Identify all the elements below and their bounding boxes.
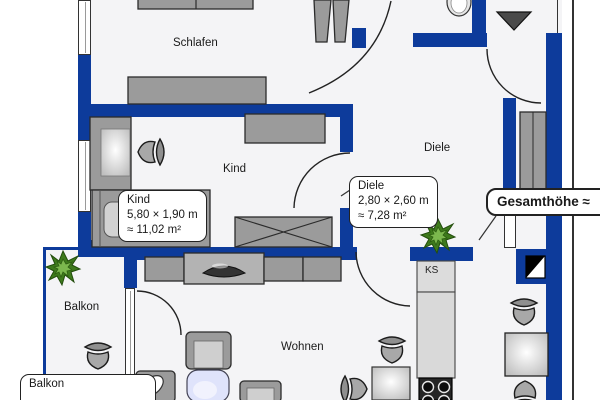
fridge [416, 260, 456, 293]
door-arc-entrance [486, 48, 542, 104]
door-arc-kind [293, 152, 351, 209]
sideboard-segment [302, 256, 342, 282]
dining-table [504, 332, 549, 377]
room-label-kind: Kind [223, 163, 247, 175]
wall-kitchen-top [410, 247, 473, 261]
door-arc-wohnen [355, 251, 411, 307]
burner-icon [437, 394, 451, 400]
sideboard-segment [144, 256, 185, 282]
tv-glint [212, 263, 228, 269]
room-label-diele: Diele [424, 142, 451, 154]
chair-icon [511, 380, 539, 400]
door-arc-balkon [136, 290, 182, 336]
side-table [371, 366, 411, 400]
entry-edge-line [557, 0, 558, 33]
plant-icon [45, 250, 81, 286]
window-glass-line [84, 2, 86, 53]
callout-pointer [340, 189, 351, 197]
chair-icon [137, 138, 165, 166]
washbasin-bowl [450, 0, 468, 14]
chair-icon [340, 375, 368, 400]
window-glass-line [130, 291, 131, 397]
desk-top [100, 128, 131, 177]
armchair-seat [193, 340, 224, 369]
kitchen-counter [416, 291, 456, 379]
callout-diele-area: ≈ 7,28 m² [358, 209, 407, 222]
room-label-schlafen: Schlafen [173, 37, 218, 49]
chair-icon [378, 336, 406, 364]
chair-icon [510, 298, 538, 326]
shelf [244, 113, 326, 144]
callout-kind-dimensions: 5,80 × 1,90 m [127, 208, 198, 221]
callout-diele-dimensions: 2,80 × 2,60 m [358, 194, 429, 207]
callout-kind-title: Kind [127, 194, 151, 206]
armchair-2-seat [246, 387, 275, 400]
door-arc-bad [308, 0, 392, 94]
callout-pointer [478, 215, 497, 241]
entrance-arrow-icon [495, 11, 533, 31]
callout-gesamthoehe[interactable]: Gesamthöhe ≈ [486, 188, 600, 216]
table-highlight [193, 381, 217, 399]
callout-diele[interactable]: Diele 2,80 × 2,60 m ≈ 7,28 m² [349, 176, 438, 228]
sideboard-segment [263, 256, 304, 282]
chair-icon [84, 342, 112, 370]
wall-diele-right [503, 98, 516, 196]
wall-entry-stub [472, 0, 486, 40]
wall-bad [413, 33, 487, 47]
wall-schlafen-right-stub [352, 28, 366, 48]
wardrobe-door-right [332, 0, 350, 43]
wall-left-a [78, 55, 91, 140]
window-glass-line [84, 142, 86, 210]
burner-icon [421, 380, 435, 394]
callout-kind[interactable]: Kind 5,80 × 1,90 m ≈ 11,02 m² [118, 190, 207, 242]
callout-gesamthoehe-title: Gesamthöhe ≈ [497, 194, 590, 209]
callout-diele-title: Diele [358, 180, 385, 192]
shaft-icon-triangle [526, 256, 545, 278]
wall-kind-right-a [340, 117, 353, 152]
room-label-wohnen: Wohnen [281, 341, 324, 353]
burner-icon [421, 394, 435, 400]
window-schlafen [78, 0, 91, 55]
callout-balkon-title: Balkon [29, 378, 65, 390]
wardrobe-cross-line [234, 216, 333, 248]
wardrobe-door-left [313, 0, 332, 43]
room-label-balkon: Balkon [64, 301, 100, 313]
dresser [127, 76, 267, 105]
room-label-ks: KS [425, 265, 439, 276]
callout-kind-area: ≈ 11,02 m² [127, 223, 182, 236]
callout-balkon[interactable]: Balkon [20, 374, 156, 400]
burner-icon [437, 380, 451, 394]
wall-outer-right [546, 33, 562, 400]
wall-balkon-vert [124, 247, 137, 288]
